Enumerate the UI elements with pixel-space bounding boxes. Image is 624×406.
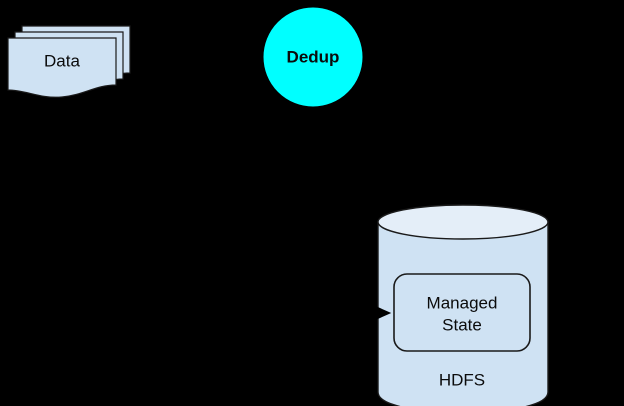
node-hdfs[interactable]: Managed State HDFS	[377, 204, 549, 406]
managed-state-box	[393, 273, 531, 352]
cylinder-top-ellipse	[377, 204, 549, 240]
managed-state-label-line2: State	[442, 315, 482, 334]
node-data-label: Data	[44, 51, 80, 70]
managed-state-label-line1: Managed	[427, 293, 498, 312]
node-hdfs-label: HDFS	[439, 370, 485, 389]
edge-to-managed-state	[371, 304, 392, 322]
node-data[interactable]: Data	[7, 25, 131, 98]
node-managed-state[interactable]: Managed State	[393, 273, 531, 352]
arrowhead-icon	[371, 304, 392, 322]
node-dedup[interactable]: Dedup	[263, 7, 363, 107]
dedup-circle-body	[263, 7, 363, 107]
node-dedup-label: Dedup	[287, 47, 340, 66]
